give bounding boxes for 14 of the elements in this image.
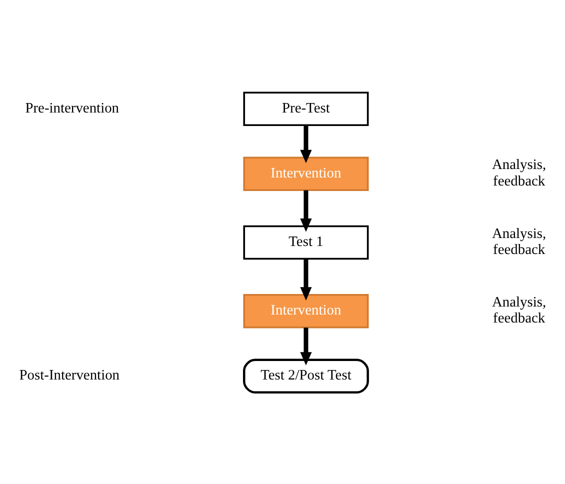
label: Analysis, feedback bbox=[492, 156, 546, 189]
node-box: Pre-Test bbox=[243, 91, 369, 126]
label: Post-Intervention bbox=[19, 367, 120, 384]
arrow bbox=[300, 258, 312, 300]
arrow bbox=[300, 327, 312, 365]
node-box: Intervention bbox=[243, 293, 369, 328]
label: Analysis, feedback bbox=[492, 294, 546, 326]
label: Analysis, feedback bbox=[492, 225, 546, 258]
arrow bbox=[300, 124, 312, 163]
node-box: Test 2/Post Test bbox=[243, 358, 369, 394]
label: Pre-intervention bbox=[25, 100, 120, 116]
node-box: Test 1 bbox=[243, 224, 369, 260]
arrow bbox=[300, 190, 312, 232]
node-box: Intervention bbox=[243, 156, 369, 191]
